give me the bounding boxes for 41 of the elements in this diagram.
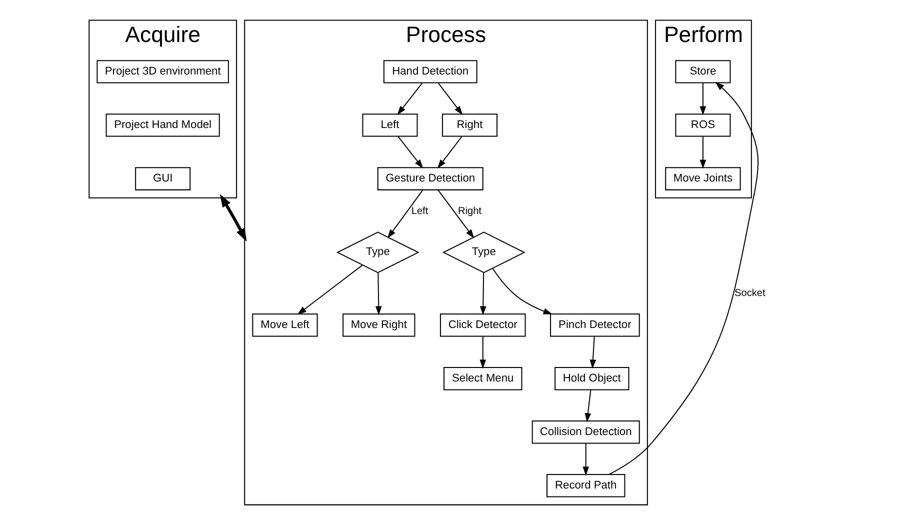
arrow xyxy=(398,136,424,168)
arrow xyxy=(297,264,363,315)
arrow xyxy=(584,390,592,422)
node-box: Record Path xyxy=(546,474,626,498)
arrow xyxy=(492,268,552,314)
node-box: Select Menu xyxy=(444,367,522,390)
arrow xyxy=(438,82,463,115)
node-box: Store xyxy=(675,60,731,84)
arrow xyxy=(438,190,474,238)
arrow xyxy=(608,82,759,475)
arrow xyxy=(387,190,424,238)
node-box: Collision Detection xyxy=(532,420,640,444)
node-diamond: Type xyxy=(442,232,526,274)
node-box: Left xyxy=(362,114,418,137)
node-box: Move Left xyxy=(252,313,318,337)
arrow xyxy=(397,82,423,115)
arrow xyxy=(590,336,596,369)
edge-label: Left xyxy=(411,206,428,218)
edge-label: Socket xyxy=(734,288,766,299)
node-box: Move Right xyxy=(342,313,416,337)
arrow xyxy=(480,336,486,369)
arrow xyxy=(700,136,706,169)
node-box: Move Joints xyxy=(665,167,741,190)
arrow xyxy=(480,272,486,316)
node-box: Click Detector xyxy=(440,313,526,337)
node-box: Pinch Detector xyxy=(550,313,640,337)
node-box: Gesture Detection xyxy=(377,167,484,190)
node-box: GUI xyxy=(135,167,191,190)
node-box: Project 3D environment xyxy=(96,60,229,84)
node-box: ROS xyxy=(675,114,731,137)
arrow xyxy=(375,272,382,316)
node-box: Hand Detection xyxy=(383,60,478,84)
edge-label: Right xyxy=(458,206,482,218)
node-box: Hold Object xyxy=(554,367,630,390)
arrow xyxy=(437,136,462,168)
arrow xyxy=(700,83,706,116)
node-box: Right xyxy=(442,114,498,137)
arrow xyxy=(220,194,247,242)
arrow xyxy=(582,444,590,476)
node-diamond: Type xyxy=(336,232,420,274)
node-box: Project Hand Model xyxy=(106,114,220,137)
